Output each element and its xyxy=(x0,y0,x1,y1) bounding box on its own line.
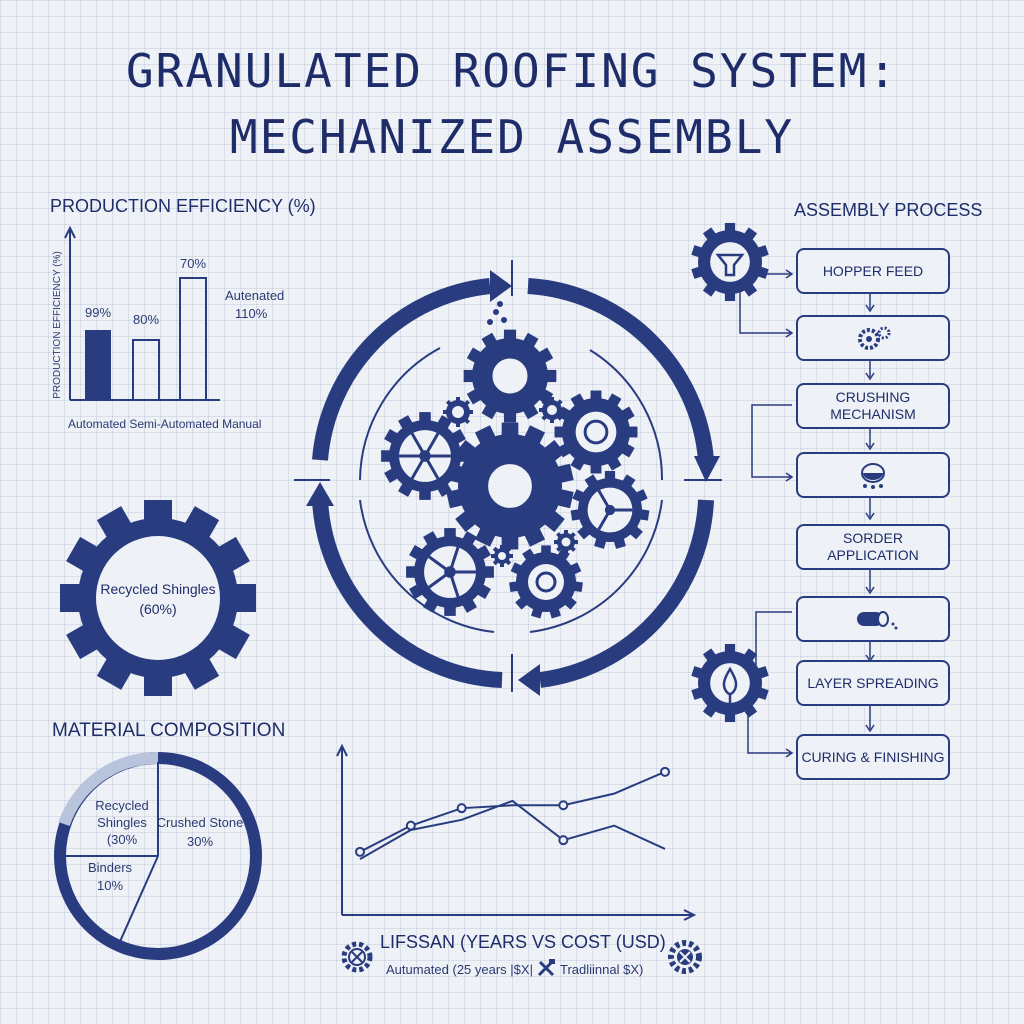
bar-label-automated: 99% xyxy=(85,305,111,320)
center-gear-bottom xyxy=(509,545,583,619)
traditional-gear-icon xyxy=(668,940,702,974)
efficiency-y-arrow-icon xyxy=(64,225,76,239)
efficiency-heading: PRODUCTION EFFICIENCY (%) xyxy=(50,196,316,216)
center-gear-top xyxy=(463,329,557,423)
granule-dot-1 xyxy=(501,317,507,323)
material-pie-chart: Recycled Shingles (30% Crushed Stone 30%… xyxy=(54,751,262,960)
legend-traditional: Tradliinnal $X) xyxy=(560,962,644,977)
crusher-drum-icon xyxy=(861,463,885,489)
lifespan-line-chart xyxy=(336,743,697,921)
center-gear-right xyxy=(570,470,650,549)
page-title-line1: GRANULATED ROOFING SYSTEM: xyxy=(125,44,899,98)
cycle-arrow-top-icon xyxy=(490,270,512,302)
step-curing-label: CURING & FINISHING xyxy=(801,748,945,765)
binder-gear xyxy=(691,643,769,723)
granule-dot-0 xyxy=(493,309,499,315)
cycle-arc-top-left xyxy=(312,278,491,461)
center-gear-main xyxy=(446,422,574,550)
droplet-icon xyxy=(722,666,738,696)
step-roller-stage xyxy=(796,452,950,498)
slice-recycled-line1: Recycled xyxy=(95,798,148,813)
pie-divider-3 xyxy=(117,855,159,947)
pie-accent-arc xyxy=(58,751,159,827)
center-gear-left xyxy=(381,412,469,500)
step-layer-spreading-label: LAYER SPREADING xyxy=(807,674,939,691)
hopper-gear xyxy=(691,222,769,302)
bar-label-manual: 70% xyxy=(180,256,206,271)
cycle-arrow-right-icon xyxy=(694,456,720,482)
efficiency-annotation-line1: Autenated xyxy=(225,288,284,303)
pie-ring xyxy=(54,752,262,960)
step-spreader-stage xyxy=(796,596,950,642)
recycled-gear: Recycled Shingles (60%) xyxy=(60,500,256,696)
page-title-line2: MECHANIZED ASSEMBLY xyxy=(229,110,795,164)
cycle-arrow-bottom-icon xyxy=(518,664,540,696)
bar-label-semi-automated: 80% xyxy=(133,312,159,327)
efficiency-bar-chart: PRODUCTION EFFICIENCY (%) 99% 80% 70% Au… xyxy=(52,225,284,431)
step-crushing-mechanism: CRUSHING MECHANISM xyxy=(796,383,950,429)
step-gear-stage xyxy=(796,315,950,361)
bar-semi-automated xyxy=(132,339,160,401)
slice-binders-line2: 10% xyxy=(97,878,123,893)
slice-stone-line1: Crushed Stone xyxy=(157,815,244,830)
assembly-heading: ASSEMBLY PROCESS xyxy=(794,200,983,220)
slice-recycled-line3: (30% xyxy=(107,832,138,847)
recycled-gear-label-line2: (60%) xyxy=(139,601,176,617)
granule-dot-3 xyxy=(497,301,503,307)
step-sorder-label: SORDER APPLICATION xyxy=(827,530,919,563)
funnel-icon xyxy=(715,253,745,277)
slice-stone-line2: 30% xyxy=(187,834,213,849)
recycled-gear-label-line1: Recycled Shingles xyxy=(100,581,215,597)
bar-automated xyxy=(85,330,111,400)
efficiency-categories: Automated Semi-Automated Manual xyxy=(68,417,261,431)
cycle-arrow-left-icon xyxy=(306,482,334,506)
center-gear-small-2 xyxy=(539,397,565,423)
center-gear-small-1 xyxy=(443,397,473,427)
step-sorder-application: SORDER APPLICATION xyxy=(796,524,950,570)
step-layer-spreading: LAYER SPREADING xyxy=(796,660,950,706)
material-heading: MATERIAL COMPOSITION xyxy=(52,720,286,741)
point-automated-2 xyxy=(456,803,467,814)
cycle-arc-top-right xyxy=(527,278,714,461)
point-traditional-4 xyxy=(558,835,569,846)
granule-dot-2 xyxy=(487,319,493,325)
central-gear-mechanism xyxy=(294,260,722,696)
series-line-traditional xyxy=(359,799,666,860)
efficiency-annotation-line2: 110% xyxy=(235,306,268,321)
point-automated-4 xyxy=(558,800,569,811)
bar-manual xyxy=(179,277,207,401)
point-automated-6 xyxy=(660,766,670,777)
slice-binders-line1: Binders xyxy=(88,860,133,875)
cycle-arc-bottom-right xyxy=(538,499,714,688)
center-gear-small-3 xyxy=(554,530,578,554)
step-curing-finishing: CURING & FINISHING xyxy=(796,734,950,780)
step-hopper-feed-label: HOPPER FEED xyxy=(822,262,924,279)
lifespan-y-arrow-icon xyxy=(336,743,348,757)
roller-icon xyxy=(857,611,898,630)
point-automated-0 xyxy=(355,846,365,857)
step-hopper-feed: HOPPER FEED xyxy=(796,248,950,294)
step-crushing-label-line2: MECHANISM xyxy=(830,406,916,422)
slice-recycled-line2: Shingles xyxy=(97,815,147,830)
center-gear-small-4 xyxy=(491,545,513,567)
series-line-automated xyxy=(359,770,666,853)
automated-gear-icon xyxy=(341,941,373,973)
center-gear-right-top xyxy=(554,390,638,474)
assembly-flow-connectors xyxy=(691,222,875,758)
tools-icon xyxy=(537,959,555,977)
step-crushing-label-line1: CRUSHING xyxy=(835,389,911,405)
cycle-arc-bottom-left xyxy=(312,499,503,688)
lifespan-x-arrow-icon xyxy=(683,909,697,921)
small-gears-icon xyxy=(858,326,891,350)
efficiency-y-label: PRODUCTION EFFICIENCY (%) xyxy=(52,251,63,399)
lifespan-title: LIFSSAN (YEARS VS COST (USD) xyxy=(380,932,666,952)
legend-automated: Autumated (25 years |$X| xyxy=(386,962,533,977)
center-gear-bottom-left xyxy=(406,528,494,616)
